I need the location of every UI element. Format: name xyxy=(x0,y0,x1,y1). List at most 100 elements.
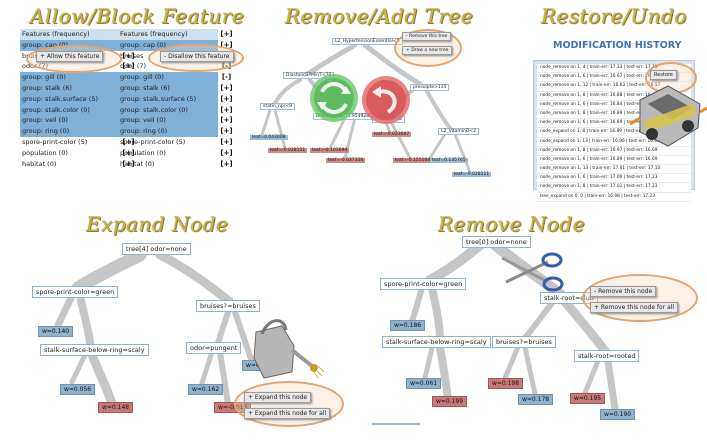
feature-list-item[interactable]: habitat (0)[+] xyxy=(22,159,135,168)
feature-list-item[interactable]: group: stalk.color (0)[+] xyxy=(118,104,233,116)
tree-node[interactable]: stalk-root=rooted xyxy=(574,350,640,362)
history-entry[interactable]: node_remove on 1, 8 | train-err: 16.97 |… xyxy=(537,146,691,156)
tree-leaf: leaf=-0.103694 xyxy=(310,148,350,153)
history-entry[interactable]: node_remove on 1, 6 | train-err: 16.89 |… xyxy=(537,119,691,129)
feature-toggle-button[interactable]: [+] xyxy=(220,159,233,168)
allow-feature-button[interactable]: + Allow this feature xyxy=(36,51,104,62)
feature-toggle-button[interactable]: [+] xyxy=(220,83,233,92)
remove-node-button[interactable]: - Remove this node xyxy=(590,286,657,297)
tree-node[interactable]: spore-print-color=green xyxy=(32,286,119,298)
remove-tree-button[interactable]: - Remove this tree xyxy=(402,32,452,41)
tree-leaf: leaf=-0.155104 xyxy=(393,158,433,163)
tree-leaf: w=0.198 xyxy=(488,378,524,389)
tree-leaf: w=0.178 xyxy=(518,394,554,405)
heading-expand-node: Expand Node xyxy=(86,212,229,236)
tree-leaf: w=0.199 xyxy=(432,396,468,407)
tree-leaf: w=0.056 xyxy=(60,384,96,395)
tree-node[interactable]: ACEI_npr<6 xyxy=(372,116,405,123)
draw-tree-button[interactable]: + Draw a new tree xyxy=(402,46,453,55)
heading-restore-undo: Restore/Undo xyxy=(541,4,687,28)
history-entry[interactable]: node_remove on 1, 8 | train-err: 17.01 |… xyxy=(537,183,691,193)
tree-leaf: w=0.190 xyxy=(600,409,636,420)
tree-node[interactable]: stalk-surface-below-ring=scaly xyxy=(382,336,491,348)
tree-leaf: leaf=0.043008 xyxy=(250,135,288,140)
tree-node[interactable]: presolpte>135 xyxy=(410,84,450,91)
feature-toggle-button[interactable]: [+] xyxy=(122,137,135,146)
history-entry[interactable]: node_remove on 1, 6 | train-err: 16.67 |… xyxy=(537,73,691,83)
tree-node[interactable]: bruises?=bruises xyxy=(196,300,260,312)
modification-history-title: MODIFICATION HISTORY xyxy=(553,40,682,51)
tree-leaf: leaf=-0.028151 xyxy=(268,148,308,153)
feature-list-item[interactable]: group: cap (0)[+] xyxy=(118,39,233,51)
tree-node[interactable]: stalk-surface-below-ring=scaly xyxy=(40,344,149,356)
history-entry[interactable]: node_remove on 1, 4 | train-err: 17.33 |… xyxy=(537,64,691,74)
highlight-ring xyxy=(234,381,344,427)
history-entry[interactable]: node_expand on 1, 13 | train-err: 16.96 … xyxy=(537,137,691,147)
history-entry[interactable]: tree_expand on 0, 0 | train-err: 16.98 |… xyxy=(537,192,691,202)
heading-remove-add-tree: Remove/Add Tree xyxy=(285,4,474,28)
feature-list-item[interactable]: group: veil (0)[+] xyxy=(118,115,233,127)
feature-toggle-button[interactable]: [+] xyxy=(220,116,233,125)
tree-root-node[interactable]: tree[0] odor=none xyxy=(462,236,531,248)
tree-node[interactable]: L2_VitaminD<2 xyxy=(438,128,479,135)
tree-node[interactable]: odor=pungent xyxy=(186,342,242,354)
feature-toggle-button[interactable]: [+] xyxy=(122,62,135,71)
feature-toggle-button[interactable]: [+] xyxy=(122,148,135,157)
history-entry[interactable]: node_remove on 1, 8 | train-err: 16.89 |… xyxy=(537,109,691,120)
history-entry[interactable]: node_expand on 1, 8 | train-err: 16.89 |… xyxy=(537,128,691,138)
history-entry[interactable]: node_remove on 1, 13 | train-err: 17.01 … xyxy=(537,165,691,175)
feature-list-item[interactable]: group: gill (0)[-] xyxy=(118,72,232,83)
tree-leaf: w=0.195 xyxy=(570,393,606,404)
tree-leaf: w=0.150 xyxy=(242,360,278,371)
feature-toggle-button[interactable]: [+] xyxy=(122,51,135,60)
tree-node[interactable]: statin_npr<9 xyxy=(260,103,296,110)
feature-list-item[interactable]: population (0)[+] xyxy=(120,148,233,157)
history-entry[interactable]: node_remove on 1, 6 | train-err: 17.00 |… xyxy=(537,174,691,184)
feature-list-item[interactable]: habitat (0)[+] xyxy=(120,159,233,168)
disallow-feature-button[interactable]: - Disallow this feature xyxy=(160,51,234,62)
feature-list-item[interactable]: group: stalk.surface (5)[+] xyxy=(118,93,233,105)
modification-history-panel: node_remove on 1, 4 | train-err: 17.33 |… xyxy=(533,60,695,202)
expand-node-all-button[interactable]: + Expand this node for all xyxy=(244,408,331,419)
restore-button[interactable]: Restore xyxy=(650,70,677,80)
tree-leaf: w=0.061 xyxy=(406,378,442,389)
feature-list-item[interactable]: spore-print-color (5)[+] xyxy=(22,137,135,146)
feature-list-header: Features (frequency)[+] xyxy=(118,29,233,40)
tree-leaf: w=0.162 xyxy=(188,384,224,395)
feature-toggle-button[interactable]: [+] xyxy=(122,159,135,168)
tree-leaf: leaf=-0.037356 xyxy=(326,158,366,163)
feature-toggle-button[interactable]: [+] xyxy=(220,40,233,49)
tree-leaf: leaf=-0.023687 xyxy=(372,132,412,137)
tree-leaf: w=0.186 xyxy=(390,320,426,331)
history-entry[interactable]: node_remove on 1, 6 | train-err: 16.89 |… xyxy=(537,155,691,166)
feature-toggle-button[interactable]: [+] xyxy=(220,127,233,136)
feature-toggle-button[interactable]: [+] xyxy=(220,94,233,103)
feature-toggle-button[interactable]: [+] xyxy=(220,105,233,114)
feature-toggle-button[interactable]: [+] xyxy=(220,137,233,146)
feature-toggle-button[interactable]: [+] xyxy=(220,148,233,157)
remove-node-all-button[interactable]: + Remove this node for all xyxy=(590,302,679,313)
feature-list-item[interactable]: spore-print-color (5)[+] xyxy=(120,137,233,146)
history-entry[interactable]: node_remove on 1, 12 | train-err: 16.63 … xyxy=(537,82,691,92)
feature-list-item[interactable]: group: ring (0)[+] xyxy=(118,126,233,137)
feature-toggle-button[interactable]: [+] xyxy=(220,30,233,38)
feature-list-item[interactable]: group: stalk (6)[+] xyxy=(118,82,233,94)
expand-node-button[interactable]: + Expand this node xyxy=(244,392,312,403)
tree-node[interactable]: BMIMedianInT1.954928 xyxy=(313,113,373,120)
highlight-ring xyxy=(582,274,698,322)
feature-list-item[interactable]: population (0)[+] xyxy=(22,148,135,157)
tree-leaf: leaf=-0.028111 xyxy=(452,172,492,177)
tree-node[interactable]: DiastolicBPMinT<70 xyxy=(283,72,335,79)
heading-allow-block: Allow/Block Feature xyxy=(30,4,245,28)
tree-leaf: w=0.148 xyxy=(98,402,134,413)
history-entry[interactable]: node_remove on 1, 6 | train-err: 16.84 |… xyxy=(537,100,691,110)
tree-root-node[interactable]: tree[4] odor=none xyxy=(122,243,191,255)
tree-leaf: leaf=0.135765 xyxy=(430,158,468,163)
tree-leaf: w=0.140 xyxy=(38,326,74,337)
heading-remove-node: Remove Node xyxy=(438,212,586,236)
feature-toggle-button[interactable]: [-] xyxy=(221,73,232,82)
history-entry[interactable]: node_remove on 1, 8 | train-err: 16.88 |… xyxy=(537,91,691,101)
tree-root-node[interactable]: L2_HypertensionEssential<0 xyxy=(332,38,403,45)
tree-node[interactable]: bruises?=bruises xyxy=(492,336,556,348)
tree-node[interactable]: spore-print-color=green xyxy=(380,278,467,290)
